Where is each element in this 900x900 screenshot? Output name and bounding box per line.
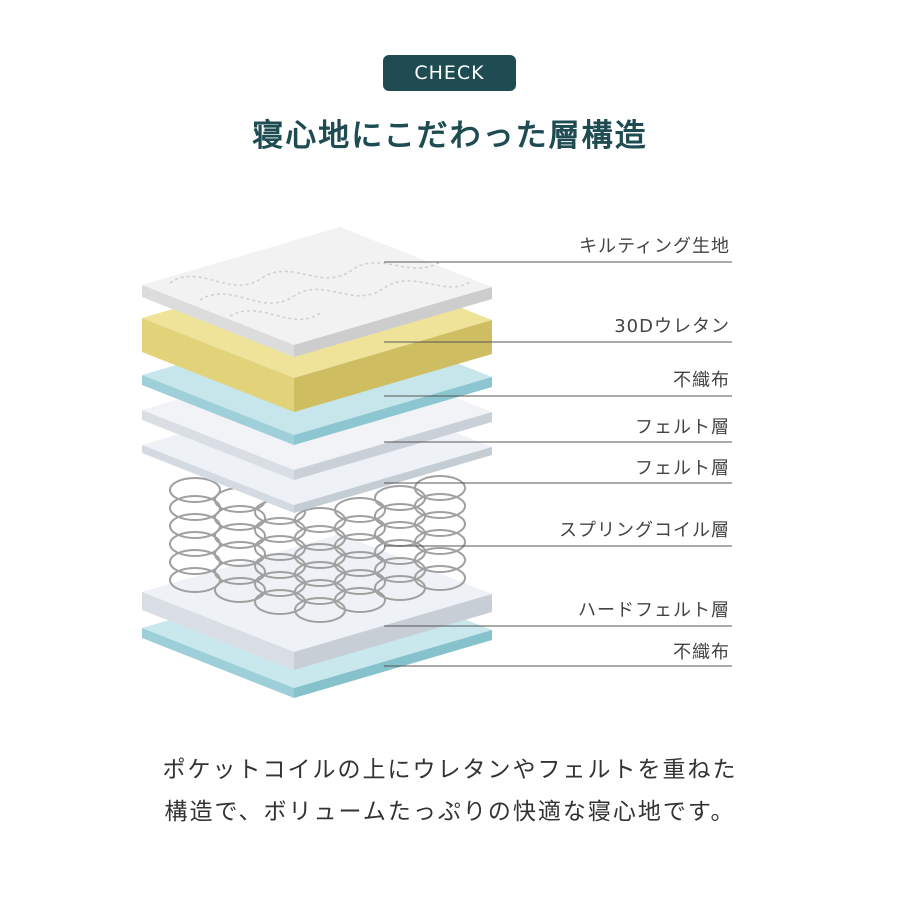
- layer-label-felt-1: フェルト層: [635, 417, 730, 438]
- page-title: 寝心地にこだわった層構造: [252, 118, 648, 154]
- spring-coil-layer: [169, 475, 466, 623]
- layer-label-nonwoven-top: 不織布: [673, 370, 730, 391]
- coil-column-2: [214, 487, 266, 603]
- description-line-2: 構造で、ボリュームたっぷりの快適な寝心地です。: [164, 799, 736, 825]
- quilt-stitch-pattern: [169, 261, 471, 321]
- layer-label-nonwoven-bottom: 不織布: [673, 642, 730, 663]
- layer-label-hard-felt: ハードフェルト層: [578, 600, 730, 621]
- layer-label-felt-2: フェルト層: [635, 458, 730, 479]
- leader-lines: [384, 261, 732, 667]
- layer-label-spring-coil: スプリングコイル層: [559, 520, 730, 541]
- check-badge: CHECK: [383, 55, 516, 91]
- description-line-1: ポケットコイルの上にウレタンやフェルトを重ねた: [162, 757, 738, 783]
- layer-label-urethane: 30Dウレタン: [614, 316, 730, 337]
- coil-column-5: [334, 497, 386, 613]
- layer-label-quilting: キルティング生地: [579, 236, 730, 257]
- coil-column-7: [414, 475, 466, 591]
- quilting-layer: [142, 227, 492, 357]
